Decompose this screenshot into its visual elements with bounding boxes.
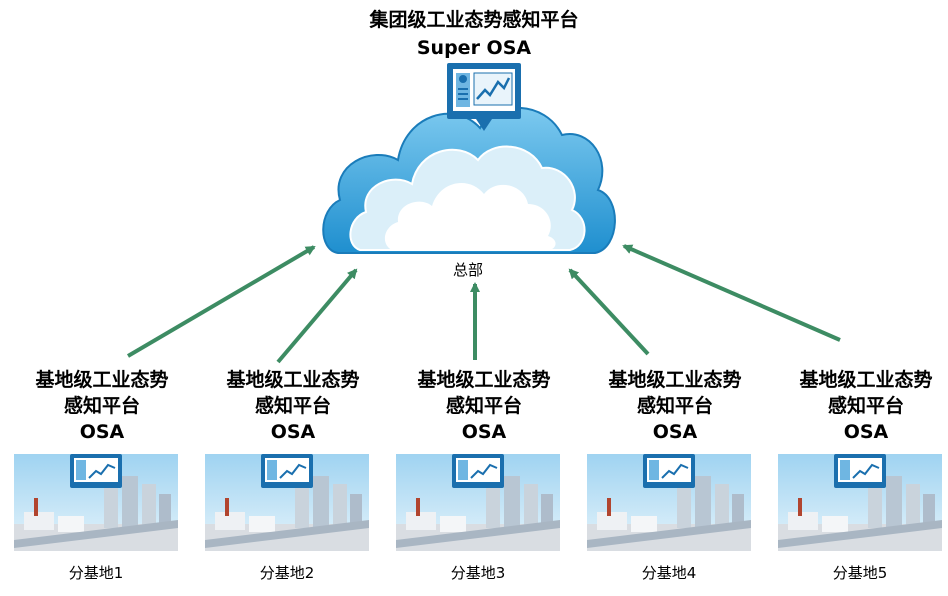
site-title-line3: OSA: [461, 421, 507, 443]
site-title-line2: 感知平台: [254, 395, 331, 417]
arrow-icon: [276, 268, 358, 364]
site-name: 分基地2: [259, 564, 315, 582]
site-title-line2: 感知平台: [63, 395, 140, 417]
site-5: 基地级工业态势 感知平台 OSA 分基地5: [778, 368, 948, 594]
site-title-line3: OSA: [652, 421, 698, 443]
arrow-icon: [126, 245, 316, 358]
site-1: 基地级工业态势 感知平台 OSA 分基地1: [14, 368, 190, 594]
site-name: 分基地3: [450, 564, 506, 582]
site-2: 基地级工业态势 感知平台 OSA 分基地2: [205, 368, 381, 594]
site-title-line2: 感知平台: [827, 395, 904, 417]
arrow-icon: [622, 244, 841, 342]
factory-scene-icon: [205, 454, 369, 551]
arrows: [126, 244, 841, 364]
hq-title-line1: 集团级工业态势感知平台: [369, 9, 579, 31]
factory-scene-icon: [778, 454, 942, 551]
site-4: 基地级工业态势 感知平台 OSA 分基地4: [587, 368, 763, 594]
site-title-line3: OSA: [79, 421, 125, 443]
site-3: 基地级工业态势 感知平台 OSA 分基地3: [396, 368, 572, 594]
factory-scene-icon: [396, 454, 560, 551]
site-name: 分基地4: [641, 564, 697, 582]
site-title-line1: 基地级工业态势: [417, 369, 551, 391]
site-name: 分基地5: [832, 564, 888, 582]
site-title-line2: 感知平台: [445, 395, 522, 417]
factory-scene-icon: [587, 454, 751, 551]
site-title-line1: 基地级工业态势: [226, 369, 360, 391]
hq-title-line2: Super OSA: [416, 37, 532, 59]
arrow-icon: [568, 268, 650, 356]
site-title-line3: OSA: [843, 421, 889, 443]
cloud-icon: [322, 106, 616, 254]
site-title-line1: 基地级工业态势: [799, 369, 933, 391]
site-title-line1: 基地级工业态势: [608, 369, 742, 391]
hq-label: 总部: [452, 261, 483, 279]
site-title-line2: 感知平台: [636, 395, 713, 417]
monitor-chart-icon: [447, 63, 521, 131]
site-name: 分基地1: [68, 564, 124, 582]
site-title-line1: 基地级工业态势: [35, 369, 169, 391]
site-title-line3: OSA: [270, 421, 316, 443]
factory-scene-icon: [14, 454, 178, 551]
